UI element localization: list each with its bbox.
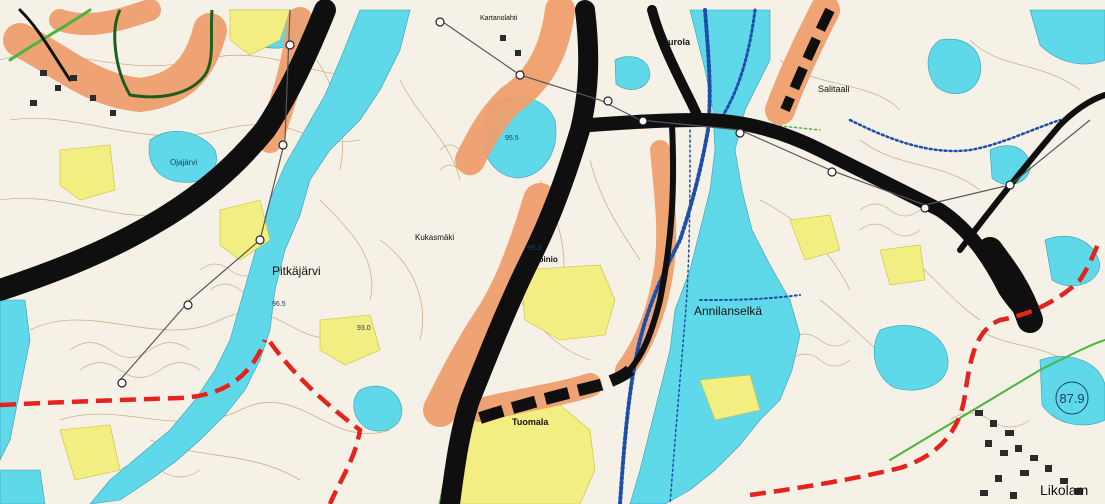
boundary-line [0,238,1103,504]
water-bodies [0,9,1105,504]
urban-dense-blocks [30,35,1082,499]
place-label-kukasmaki: Kukasmäki [415,233,454,242]
road-dashed-north [780,7,835,112]
place-label-ojajarvi: Ojajärvi [170,158,197,167]
place-label-purola: Purola [662,37,691,47]
elevation-badge-879: 87.9 [1055,381,1089,415]
place-label-likolampi: Likolam [1040,482,1088,498]
urban-moinio [519,264,616,341]
lake-annilanselka [629,9,801,504]
place-label-tuomala: Tuomala [512,417,549,427]
buffer-center-lower [423,183,557,427]
elevation-label-965: 96.5 [272,301,286,308]
elevation-label-879: 87.9 [1059,391,1084,406]
map-labels: Pitkäjärvi Annilanselkä Purola Kukasmäki… [170,15,1088,498]
place-label-kartanolahti: Kartanolahti [480,15,518,22]
route-darkgreen [113,9,214,99]
lake-pitkajarvi [89,9,411,504]
road-central [440,0,599,504]
power-line-nodes [117,17,1015,388]
road-west [0,0,336,301]
place-label-annilanselka: Annilanselkä [694,304,762,318]
buffer-center-upper [455,0,575,175]
blue-dotted-routes [618,8,1062,504]
elevation-label-953: 95.3 [528,245,542,252]
place-label-pitkajarvi: Pitkäjärvi [272,264,321,278]
place-label-salitaali: Salitaali [818,84,850,94]
place-label-moinio: Moinio [532,255,558,264]
road-dashed-south [478,365,635,424]
urban-areas [59,9,926,504]
elevation-label-955: 95.5 [505,135,519,142]
elevation-label-930: 93.0 [357,325,371,332]
